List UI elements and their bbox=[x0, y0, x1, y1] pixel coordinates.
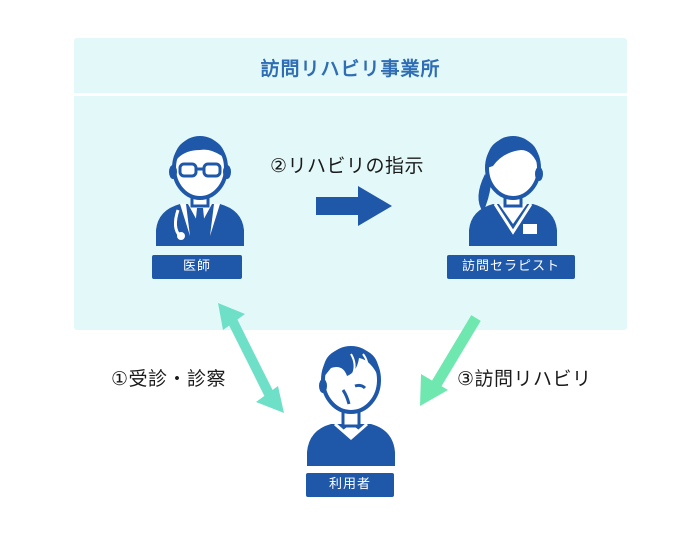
step-home-rehab-label: ③訪問リハビリ bbox=[457, 368, 592, 390]
consultation-arrow bbox=[218, 303, 284, 413]
home-rehab-arrow bbox=[420, 315, 481, 406]
instruction-arrow bbox=[316, 186, 392, 226]
therapist-label: 訪問セラピスト bbox=[447, 255, 575, 279]
agency-title-band bbox=[74, 38, 627, 96]
elderly-user-icon bbox=[303, 338, 399, 466]
agency-title: 訪問リハビリ事業所 bbox=[260, 58, 441, 80]
user-label: 利用者 bbox=[306, 473, 394, 497]
doctor-icon bbox=[150, 128, 250, 246]
step-consultation-label: ①受診・診察 bbox=[111, 368, 227, 390]
step-instruction-label: ②リハビリの指示 bbox=[270, 155, 425, 177]
therapist-icon bbox=[463, 128, 563, 246]
doctor-label: 医師 bbox=[152, 255, 242, 279]
